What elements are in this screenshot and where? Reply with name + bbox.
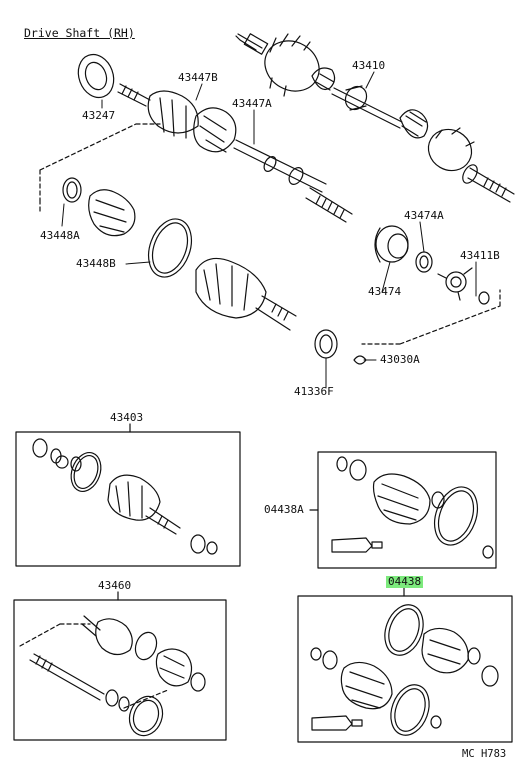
part-label-43247[interactable]: 43247 (82, 109, 116, 122)
dashed-boundary (39, 123, 161, 201)
part-label-43474[interactable]: 43474 (368, 285, 402, 298)
part-label-43410[interactable]: 43410 (352, 59, 386, 72)
exploded-parts (62, 177, 490, 365)
part-label-43474A[interactable]: 43474A (404, 209, 444, 222)
part-label-04438-highlighted[interactable]: 04438 (386, 575, 424, 588)
kit-43403-parts (32, 438, 218, 555)
part-label-43448B[interactable]: 43448B (76, 257, 116, 270)
part-label-04438A[interactable]: 04438A (264, 503, 304, 516)
kit-box-04438 (297, 595, 513, 743)
part-label-43411B[interactable]: 43411B (460, 249, 500, 262)
part-label-43447B[interactable]: 43447B (178, 71, 218, 84)
kit-04438-parts (310, 604, 499, 736)
part-label-43460[interactable]: 43460 (98, 579, 132, 592)
kit-box-43403 (15, 431, 241, 567)
part-label-43448A[interactable]: 43448A (40, 229, 80, 242)
diagram-title: Drive Shaft (RH) (24, 26, 135, 40)
drive-shaft-assembly (235, 33, 515, 203)
kit-04438A-parts (331, 456, 494, 559)
part-label-43447A[interactable]: 43447A (232, 97, 272, 110)
leader-lines-top (61, 71, 477, 389)
part-label-43030A[interactable]: 43030A (380, 353, 420, 366)
part-label-41336F[interactable]: 41336F (294, 385, 334, 398)
kit-box-43460 (13, 599, 227, 741)
part-label-43403[interactable]: 43403 (110, 411, 144, 424)
exploded-shaft (77, 53, 353, 223)
kit-43460-parts (19, 615, 206, 737)
page-code: MC H783 (462, 748, 507, 760)
